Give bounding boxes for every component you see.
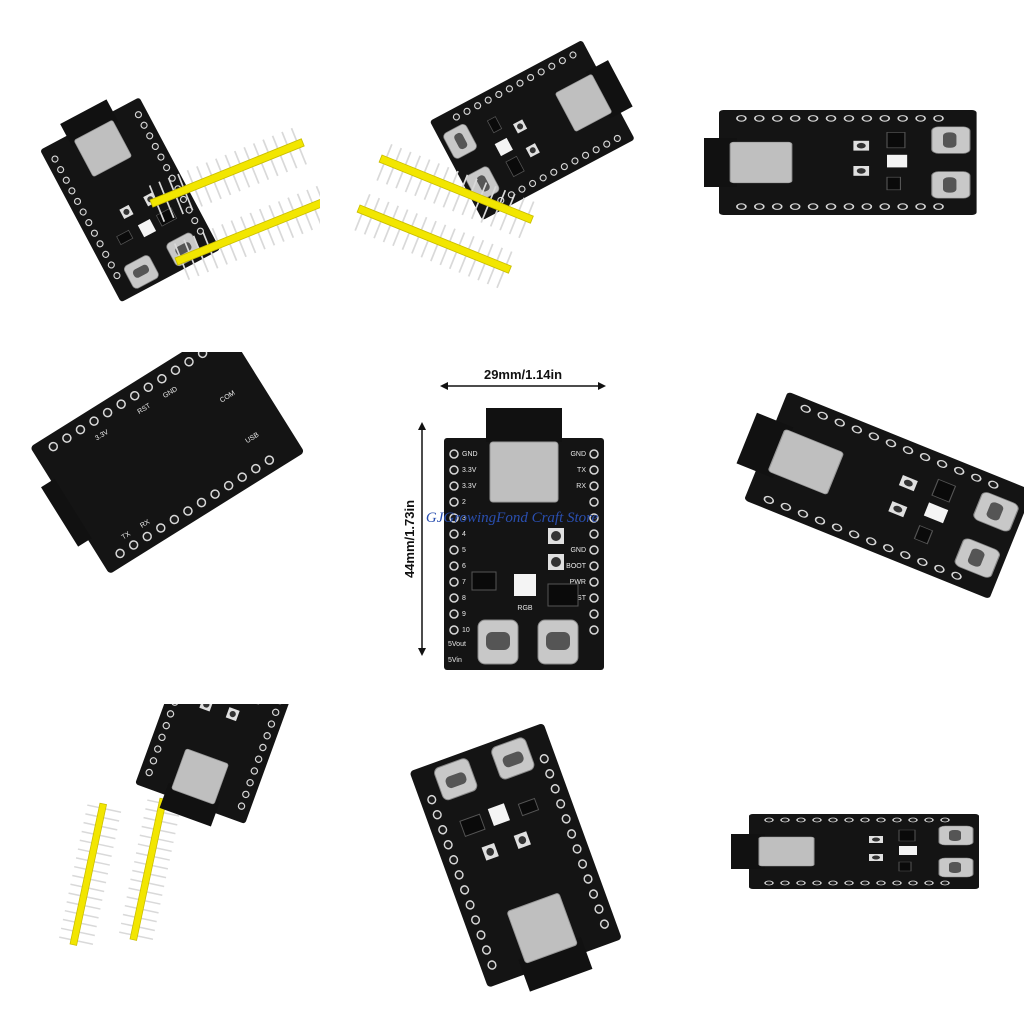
- vin-label: 5Vin: [448, 657, 462, 664]
- back-rx-label: RX: [139, 518, 151, 529]
- silk-left-pin-10: 9: [462, 611, 466, 618]
- panel-middle-right: [704, 352, 1024, 672]
- height-label: 44mm/1.73in: [402, 500, 417, 578]
- panel-middle-left: USB COM RST GND TX RX 3.3V: [0, 352, 320, 672]
- panel-top-right: [704, 0, 1024, 320]
- silk-left-pin-5: 4: [462, 531, 466, 538]
- rgb-led: [514, 574, 536, 596]
- silk-left-pin-4: 3: [462, 515, 466, 522]
- board-photo: [352, 33, 648, 291]
- watermark-text: GJGrowingFond Craft Store: [426, 510, 599, 526]
- silk-left-pin-1: 3.3V: [462, 467, 477, 474]
- silk-right-pin-6: GND: [570, 547, 586, 554]
- board-back-photo: USB COM RST GND TX RX 3.3V: [31, 352, 304, 573]
- silk-right-pin-8: PWR: [570, 579, 586, 586]
- silk-left-pin-6: 5: [462, 547, 466, 554]
- silk-left-pin-7: 6: [462, 563, 466, 570]
- silk-left-pin-3: 2: [462, 499, 466, 506]
- board-photo: [730, 813, 980, 890]
- silk-right-pin-1: TX: [577, 467, 586, 474]
- silk-right-pin-2: RX: [576, 483, 586, 490]
- board-photo: [723, 382, 1024, 600]
- silk-left-pin-2: 3.3V: [462, 483, 477, 490]
- panel-bottom-left: [0, 704, 320, 1024]
- panel-bottom-middle: [352, 704, 672, 1024]
- silk-right-pin-0: GND: [570, 451, 586, 458]
- board-photo: [57, 704, 307, 950]
- board-photo: [408, 722, 629, 1006]
- width-label: 29mm/1.14in: [484, 367, 562, 382]
- board-photo: [33, 84, 320, 303]
- silk-right-pin-7: BOOT: [566, 563, 587, 570]
- panel-top-middle: [352, 0, 672, 320]
- silk-left-pin-8: 7: [462, 579, 466, 586]
- silk-left-pin-11: 10: [462, 627, 470, 634]
- rgb-label: RGB: [517, 605, 533, 612]
- silk-left-pin-9: 8: [462, 595, 466, 602]
- back-tx-label: TX: [121, 530, 133, 541]
- panel-center-dimensions: 29mm/1.14in 44mm/1.73in GND 3.3V 3.3V 2 …: [352, 352, 672, 672]
- dimension-drawing: 29mm/1.14in 44mm/1.73in GND 3.3V 3.3V 2 …: [402, 367, 606, 670]
- panel-bottom-right: [704, 704, 1024, 1024]
- board-photo: [704, 109, 978, 216]
- vout-label: 5Vout: [448, 641, 466, 648]
- silk-right-pin-9: RST: [572, 595, 587, 602]
- silk-left-pin-0: GND: [462, 451, 478, 458]
- panel-top-left: [0, 0, 320, 320]
